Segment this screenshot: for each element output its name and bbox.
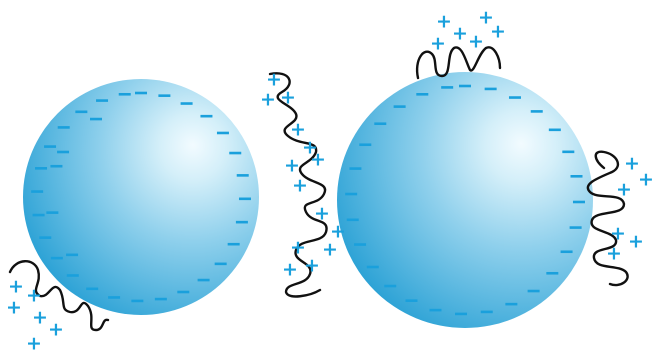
positive-charge: + [304, 255, 320, 277]
right-particle [337, 72, 593, 328]
positive-charge: + [322, 239, 338, 261]
positive-charge: + [628, 231, 644, 253]
positive-charge: + [284, 155, 300, 177]
positive-charge: + [26, 285, 42, 307]
positive-charge: + [616, 179, 632, 201]
right-side-chain [588, 152, 628, 285]
positive-charge: + [26, 333, 42, 352]
positive-charge: + [282, 259, 298, 281]
positive-charge: + [452, 23, 468, 45]
positive-charge: + [310, 149, 326, 171]
positive-charge: + [490, 21, 506, 43]
positive-charge: + [436, 11, 452, 33]
positive-charge: + [32, 307, 48, 329]
positive-charge: + [6, 297, 22, 319]
positive-charge: + [610, 223, 626, 245]
left-particle [23, 79, 259, 315]
positive-charge: + [280, 87, 296, 109]
positive-charge: + [606, 243, 622, 265]
positive-charge: + [638, 169, 654, 191]
positive-charge: + [292, 175, 308, 197]
positive-charge: + [468, 31, 484, 53]
positive-charge: + [8, 276, 24, 298]
positive-charge: + [260, 89, 276, 111]
positive-charge: + [314, 203, 330, 225]
positive-charge: + [430, 33, 446, 55]
positive-charge: + [48, 319, 64, 341]
